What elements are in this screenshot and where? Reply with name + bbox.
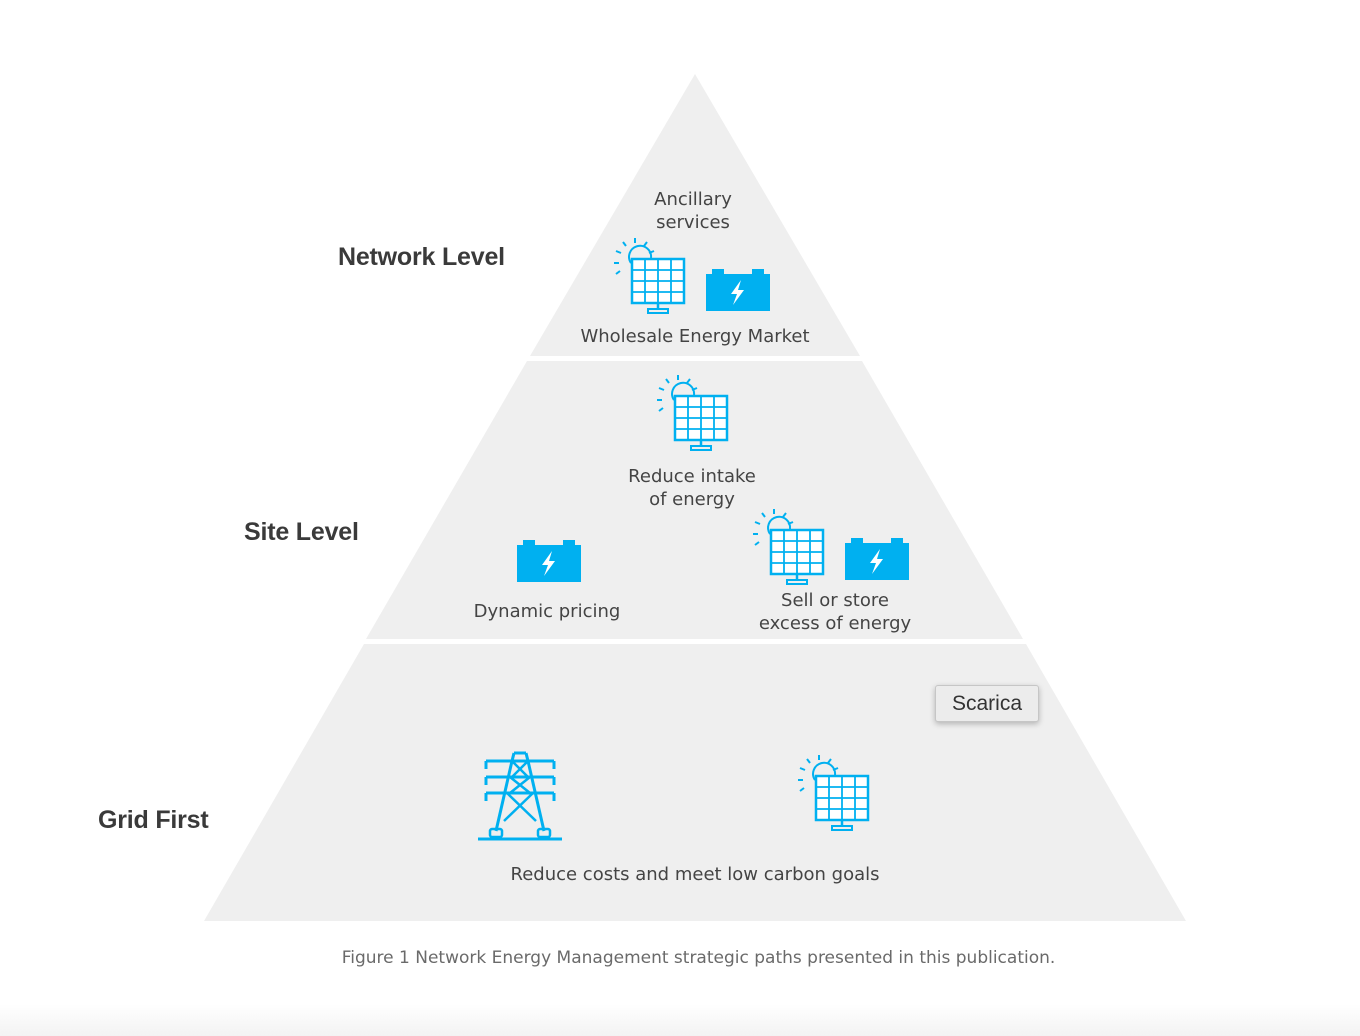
grid-goal-text: Reduce costs and meet low carbon goals — [510, 864, 880, 885]
page-bottom-edge — [0, 1004, 1360, 1036]
figure-caption: Figure 1 Network Energy Management strat… — [341, 948, 1056, 968]
reduce-intake-text: Reduce intake of energy — [628, 466, 756, 510]
battery-icon — [706, 269, 770, 311]
battery-icon — [845, 538, 909, 580]
pyramid-tier-network — [530, 74, 860, 356]
download-tooltip[interactable]: Scarica — [935, 685, 1039, 722]
tier-label-network: Network Level — [338, 243, 505, 271]
dynamic-pricing-text: Dynamic pricing — [473, 601, 621, 622]
sell-store-text: Sell or store excess of energy — [758, 590, 912, 634]
tier-label-grid: Grid First — [98, 806, 209, 834]
tier-label-site: Site Level — [244, 518, 359, 546]
wholesale-market-text: Wholesale Energy Market — [580, 326, 810, 347]
ancillary-services-text: Ancillary services — [654, 189, 732, 233]
battery-icon — [517, 540, 581, 582]
